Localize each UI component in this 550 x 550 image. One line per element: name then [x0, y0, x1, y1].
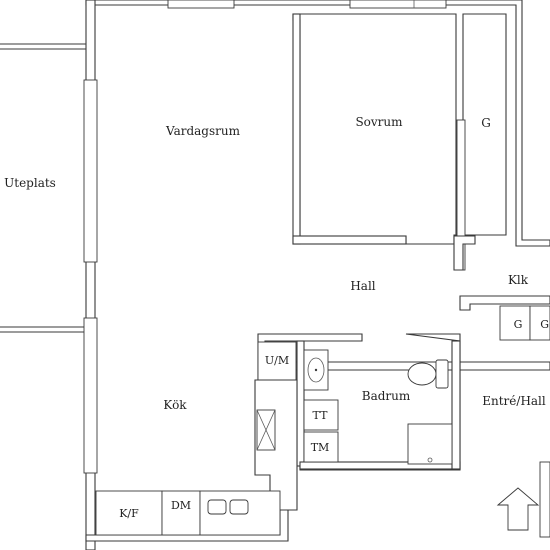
washer-dryer-unit-box: [257, 341, 297, 381]
label-bedroom: Sovrum: [355, 115, 403, 129]
label-living-room: Vardagsrum: [165, 124, 241, 138]
label-kitchen: Kök: [163, 398, 187, 412]
label-wardrobe-bedroom: G: [481, 116, 491, 130]
label-entrance-hall: Entré/Hall: [482, 394, 546, 408]
label-bathroom: Badrum: [362, 389, 411, 403]
patio-railing: [0, 43, 86, 333]
washing-machine-box: [303, 431, 339, 463]
label-tumble-dryer: TT: [313, 409, 329, 422]
toilet: [407, 362, 437, 386]
label-wardrobe-hall-2: G: [540, 318, 549, 331]
top-windows: [167, 0, 447, 9]
kitchen-counter: [95, 379, 298, 536]
label-hall: Hall: [350, 279, 375, 293]
bathroom-fixtures: [303, 349, 453, 465]
bathroom-walls: [257, 333, 461, 471]
label-wardrobe-hall-1: G: [514, 318, 523, 331]
bedroom-walls: [292, 13, 507, 271]
label-patio: Uteplats: [4, 176, 56, 190]
label-washing-machine: TM: [311, 441, 330, 454]
label-closet: Klk: [508, 273, 529, 287]
entrance-step: [539, 461, 550, 538]
label-fridge-freezer: K/F: [119, 507, 139, 520]
tumble-dryer-box: [303, 399, 339, 431]
shower-tray: [407, 423, 453, 465]
label-dishwasher: DM: [171, 499, 191, 512]
entrance-arrow-icon: [496, 487, 540, 531]
hall-wardrobes: [453, 235, 550, 341]
label-washer-dryer-unit: U/M: [265, 354, 289, 367]
left-windows: [83, 79, 98, 474]
